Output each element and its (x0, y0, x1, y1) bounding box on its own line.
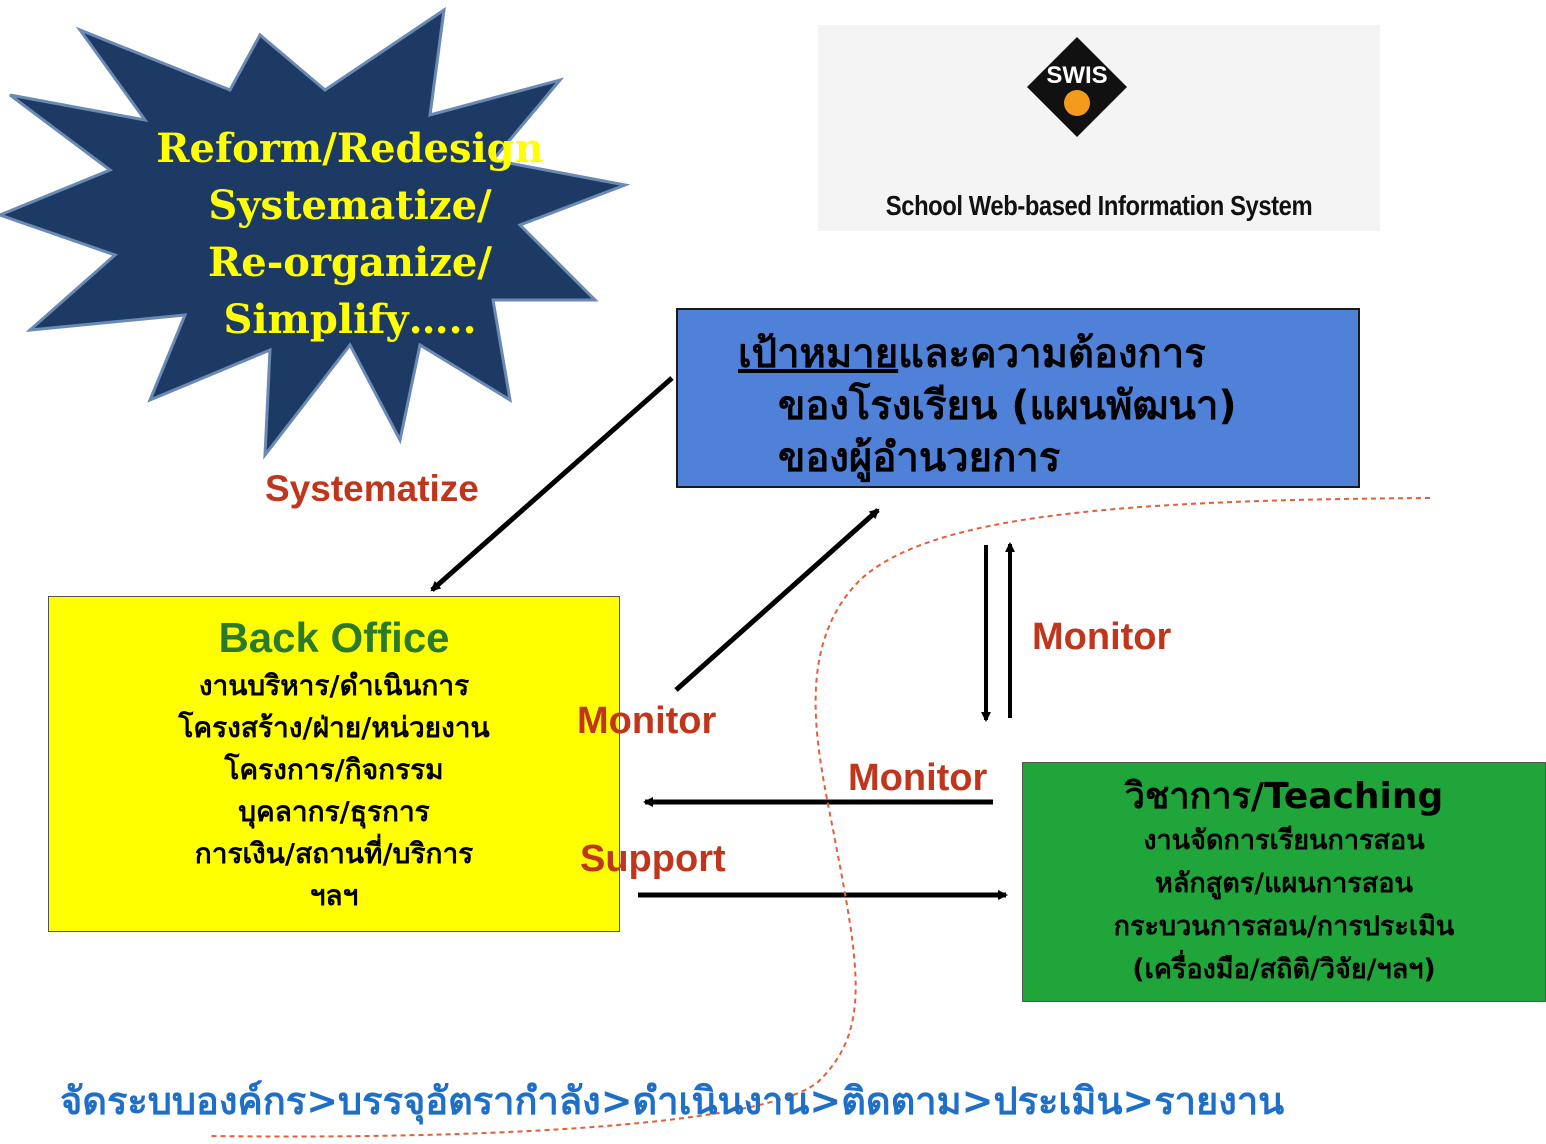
dashed-boundary-curve (209, 497, 1431, 1138)
back-office-title: Back Office (218, 614, 450, 661)
teaching-item: หลักสูตร/แผนการสอน (1155, 868, 1413, 899)
swis-badge-text: SWIS (1046, 62, 1107, 89)
goal-underlined-word: เป้าหมาย (738, 331, 899, 377)
back-office-item: โครงการ/กิจกรรม (224, 753, 444, 786)
starburst-shape (0, 6, 631, 460)
goal-line-1: เป้าหมายและความต้องการ (738, 328, 1237, 380)
logo-caption: School Web-based Information System (885, 190, 1313, 221)
goal-box: เป้าหมายและความต้องการ ของโรงเรียน (แผนพ… (676, 308, 1360, 488)
teaching-item: กระบวนการสอน/การประเมิน (1113, 911, 1455, 942)
back-office-item: งานบริหาร/ดำเนินการ (198, 669, 470, 702)
systematize-label: Systematize (265, 468, 479, 509)
monitor-up-arrow (674, 508, 880, 692)
teaching-items: งานจัดการเรียนการสอน หลักสูตร/แผนการสอน … (1023, 819, 1545, 991)
goal-line-2: ของโรงเรียน (แผนพัฒนา) (778, 383, 1237, 429)
starburst-line: Reform/Redesign (156, 125, 544, 172)
starburst-line: Re-organize/ (208, 239, 492, 286)
teaching-title: วิชาการ/Teaching (1124, 776, 1444, 817)
swis-logo: SWIS School Web-based Information System (818, 25, 1380, 231)
monitor-label-middle: Monitor (577, 700, 717, 742)
goal-line-1-rest: และความต้องการ (898, 331, 1206, 377)
swis-diamond-icon: SWIS (1027, 37, 1127, 137)
systematize-arrow (430, 376, 674, 592)
back-office-item: การเงิน/สถานที่/บริการ (194, 837, 474, 870)
teaching-item: งานจัดการเรียนการสอน (1143, 825, 1425, 856)
back-office-items: งานบริหาร/ดำเนินการ โครงสร้าง/ฝ่าย/หน่วย… (49, 665, 619, 917)
support-label: Support (580, 838, 726, 880)
bottom-process-line: จัดระบบองค์กร>บรรจุอัตรากำลัง>ดำเนินงาน>… (60, 1079, 1285, 1123)
back-office-item: บุคลากร/ธุรการ (238, 795, 430, 828)
starburst-line: Systematize/ (208, 182, 492, 229)
goal-line-3: ของผู้อำนวยการ (778, 435, 1061, 481)
teaching-box: วิชาการ/Teaching งานจัดการเรียนการสอน หล… (1022, 762, 1546, 1002)
back-office-box: Back Office งานบริหาร/ดำเนินการ โครงสร้า… (48, 596, 620, 932)
monitor-label-lower: Monitor (848, 757, 988, 799)
starburst-line: Simplify….. (223, 296, 477, 343)
back-office-item: โครงสร้าง/ฝ่าย/หน่วยงาน (178, 711, 490, 744)
teaching-item: (เครื่องมือ/สถิติ/วิจัย/ฯลฯ) (1132, 954, 1436, 985)
monitor-label-right: Monitor (1032, 616, 1172, 658)
starburst-text: Reform/Redesign Systematize/ Re-organize… (120, 120, 580, 348)
back-office-item: ฯลฯ (309, 879, 359, 912)
